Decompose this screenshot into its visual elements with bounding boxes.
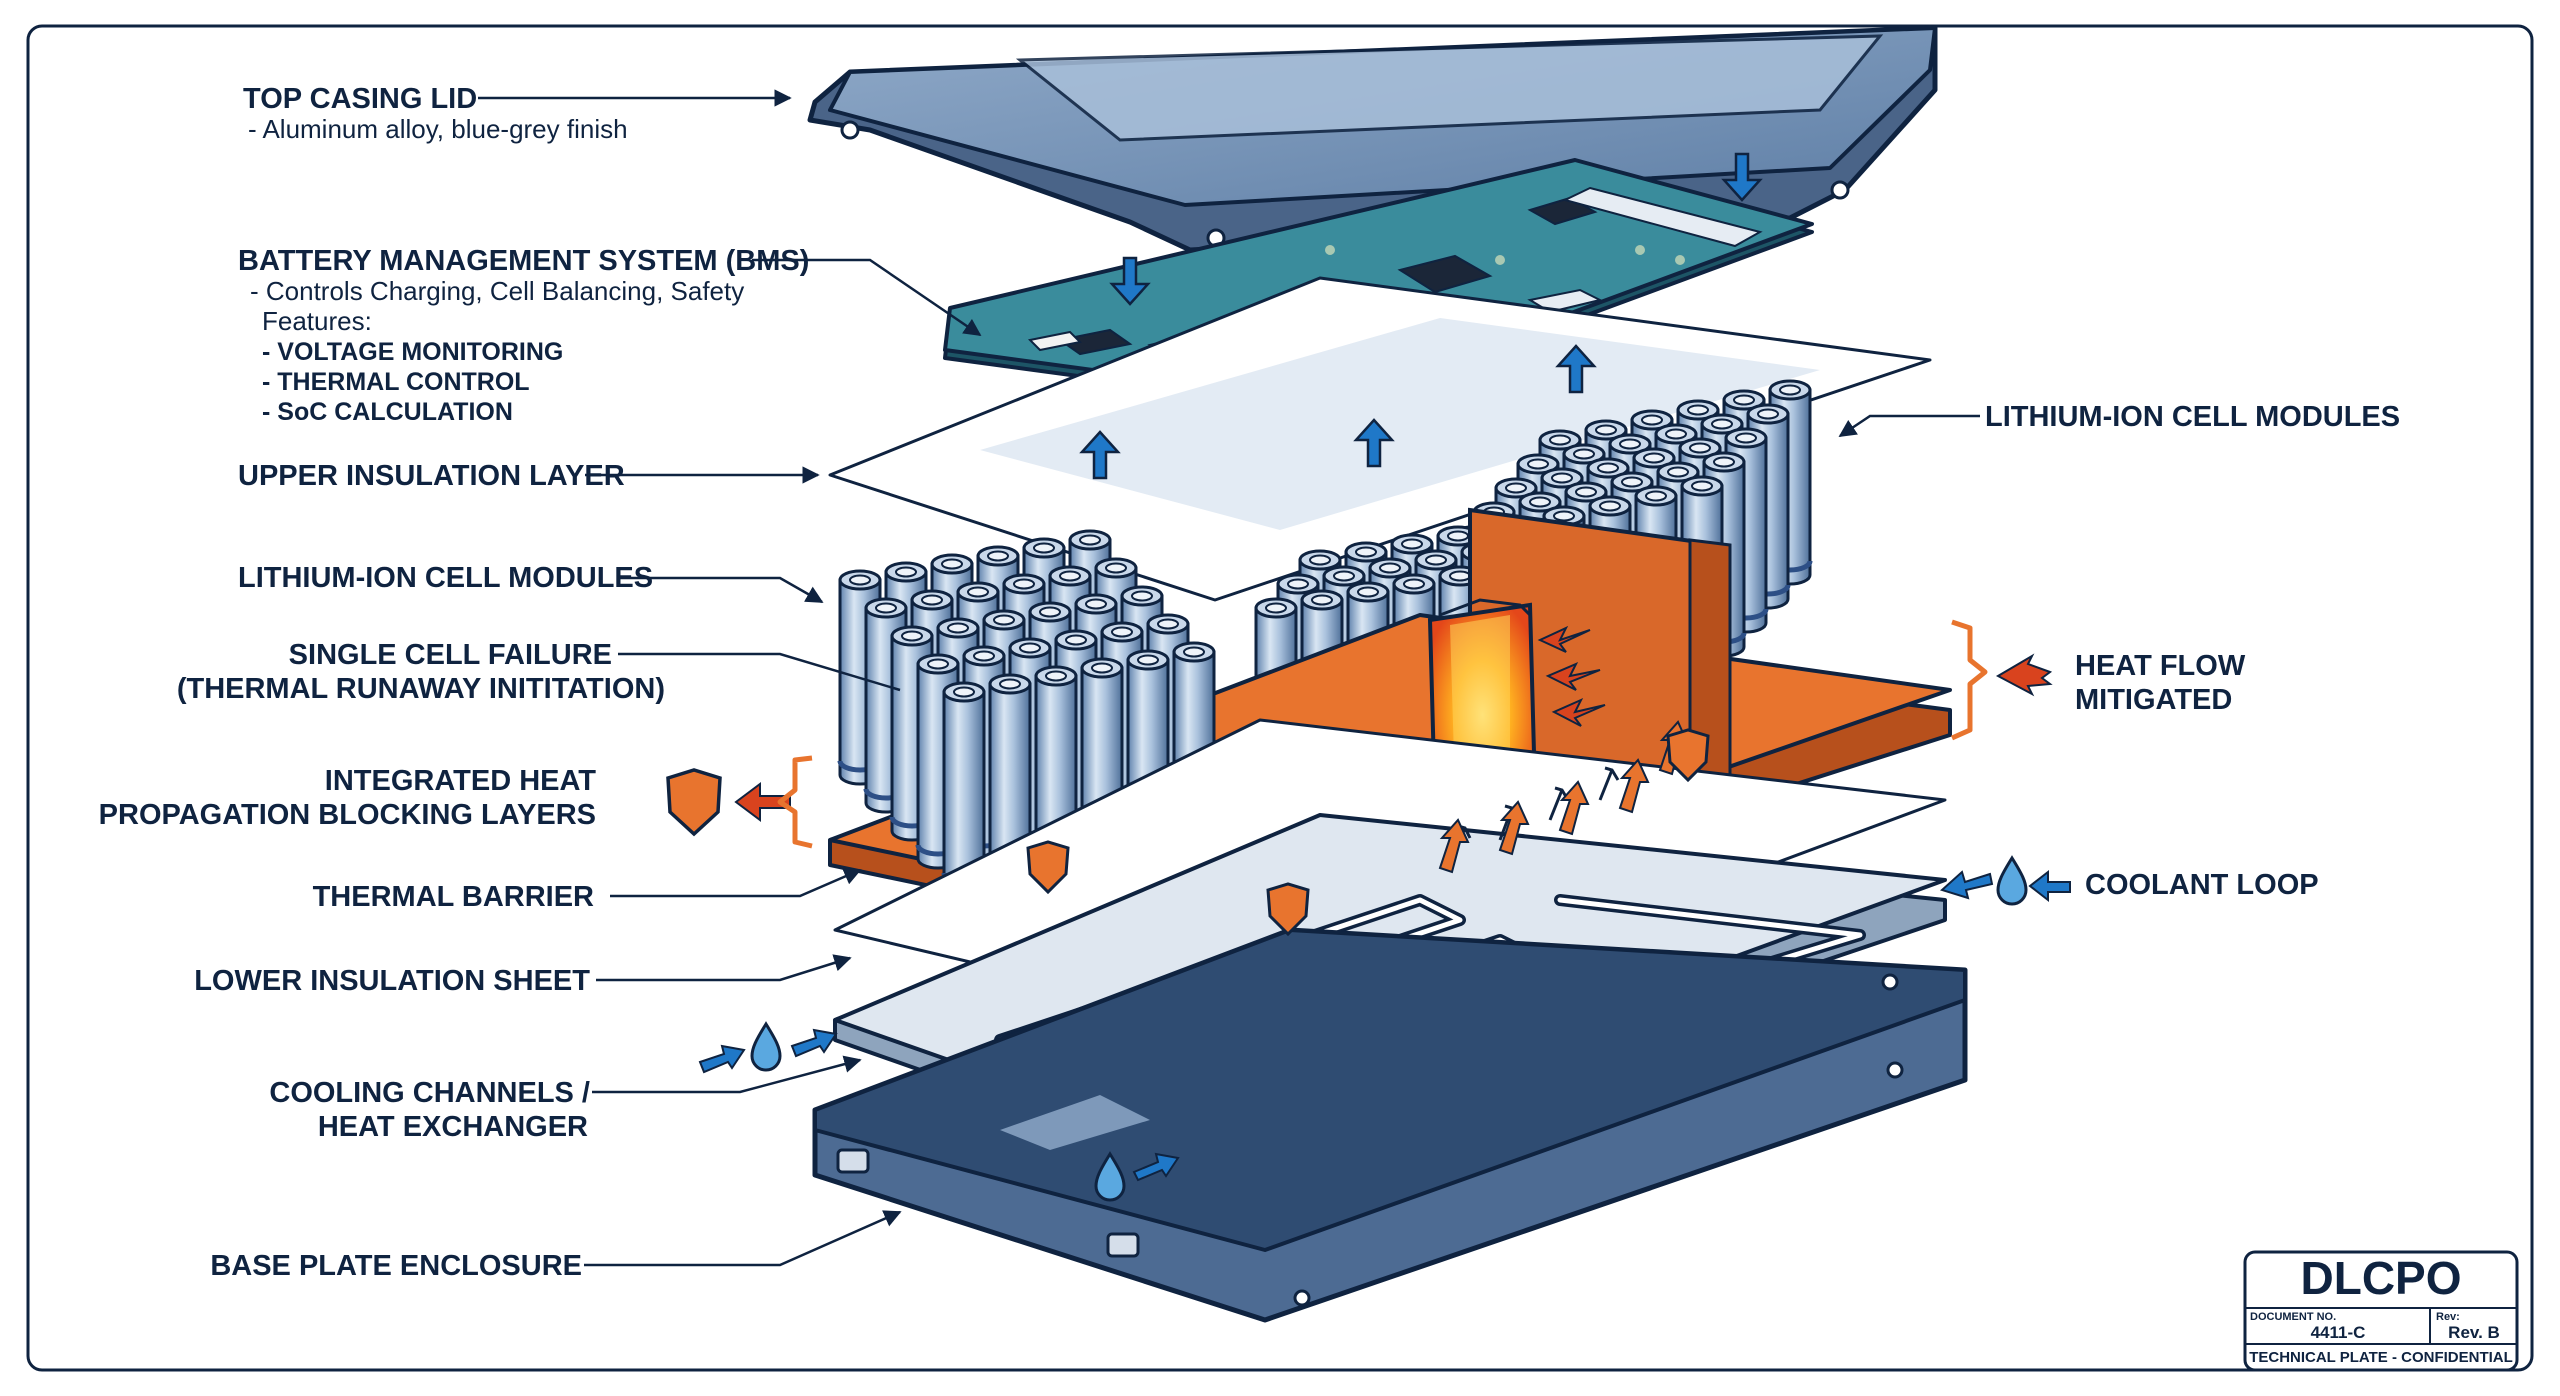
label-heat-flow-2: MITIGATED — [2075, 684, 2232, 716]
cell-group-front — [837, 529, 1217, 898]
coolant-arrow-icon — [1132, 1152, 1180, 1182]
label-bms-feature-voltage: - VOLTAGE MONITORING — [262, 338, 563, 366]
label-base-plate: BASE PLATE ENCLOSURE — [210, 1250, 582, 1282]
label-integrated-1: INTEGRATED HEAT — [325, 765, 596, 797]
title-block-rev: Rev. B — [2448, 1323, 2500, 1342]
down-arrow-icon — [1109, 256, 1151, 306]
shield-icon — [1266, 882, 1310, 937]
title-block-doc-label: DOCUMENT NO. — [2250, 1311, 2336, 1323]
label-cooling-2: HEAT EXCHANGER — [318, 1111, 588, 1143]
label-upper-insulation: UPPER INSULATION LAYER — [238, 460, 625, 492]
shield-icon — [1026, 840, 1070, 895]
down-arrow-icon — [1721, 152, 1763, 202]
label-bms-feature-thermal: - THERMAL CONTROL — [262, 368, 530, 396]
label-cooling-1: COOLING CHANNELS / — [269, 1077, 590, 1109]
shield-icon — [1666, 728, 1710, 783]
label-group: TOP CASING LID - Aluminum alloy, blue-gr… — [99, 83, 2400, 1282]
label-top-casing: TOP CASING LID — [243, 83, 477, 115]
top-casing-lid — [807, 25, 1938, 253]
up-arrow-icon — [1353, 418, 1395, 468]
label-bms-note2: Features: — [262, 306, 372, 336]
heat-arrow-icon — [1545, 662, 1601, 691]
leader-lines — [478, 89, 1980, 1267]
heat-arrow-icon — [1551, 697, 1606, 727]
label-coolant-loop: COOLANT LOOP — [2085, 869, 2319, 901]
title-block-rev-label: Rev: — [2436, 1311, 2460, 1323]
label-top-casing-note: - Aluminum alloy, blue-grey finish — [248, 114, 628, 144]
water-drop-icon — [1094, 1151, 1126, 1202]
heat-arrow-icon — [1537, 625, 1591, 653]
water-drop-icon — [1996, 855, 2028, 906]
coolant-arrow-icon — [790, 1028, 838, 1058]
label-thermal-barrier: THERMAL BARRIER — [313, 881, 594, 913]
water-drop-icon — [750, 1021, 782, 1072]
title-block-company: DLCPO — [2301, 1252, 2462, 1304]
label-heat-flow-1: HEAT FLOW — [2075, 650, 2246, 682]
label-lower-insulation: LOWER INSULATION SHEET — [194, 965, 590, 997]
bracket-icon — [1950, 619, 1988, 741]
coolant-arrow-icon — [698, 1044, 746, 1074]
label-bms-feature-soc: - SoC CALCULATION — [262, 398, 513, 426]
label-bms-note1: - Controls Charging, Cell Balancing, Saf… — [250, 276, 744, 306]
label-single-cell-1: SINGLE CELL FAILURE — [289, 639, 612, 671]
label-cell-modules-left: LITHIUM-ION CELL MODULES — [238, 562, 653, 594]
coolant-arrow-icon — [1940, 870, 1994, 900]
title-block-doc-no: 4411-C — [2311, 1323, 2366, 1342]
up-arrow-icon — [1079, 430, 1121, 480]
heat-arrow-icon — [1995, 653, 2053, 697]
label-cell-modules-right: LITHIUM-ION CELL MODULES — [1985, 401, 2400, 433]
title-block-footer: TECHNICAL PLATE - CONFIDENTIAL — [2249, 1349, 2513, 1366]
coolant-arrow-icon — [2028, 869, 2071, 903]
bracket-icon — [777, 755, 813, 849]
label-single-cell-2: (THERMAL RUNAWAY INITITATION) — [177, 673, 665, 705]
shield-icon — [666, 768, 722, 837]
label-integrated-2: PROPAGATION BLOCKING LAYERS — [99, 799, 596, 831]
icon-layer — [666, 152, 2071, 1202]
title-block: DLCPO DOCUMENT NO. 4411-C Rev: Rev. B TE… — [2243, 1250, 2519, 1372]
up-arrow-icon — [1555, 344, 1597, 394]
label-bms: BATTERY MANAGEMENT SYSTEM (BMS) — [238, 245, 809, 277]
page-frame — [26, 24, 2534, 1372]
